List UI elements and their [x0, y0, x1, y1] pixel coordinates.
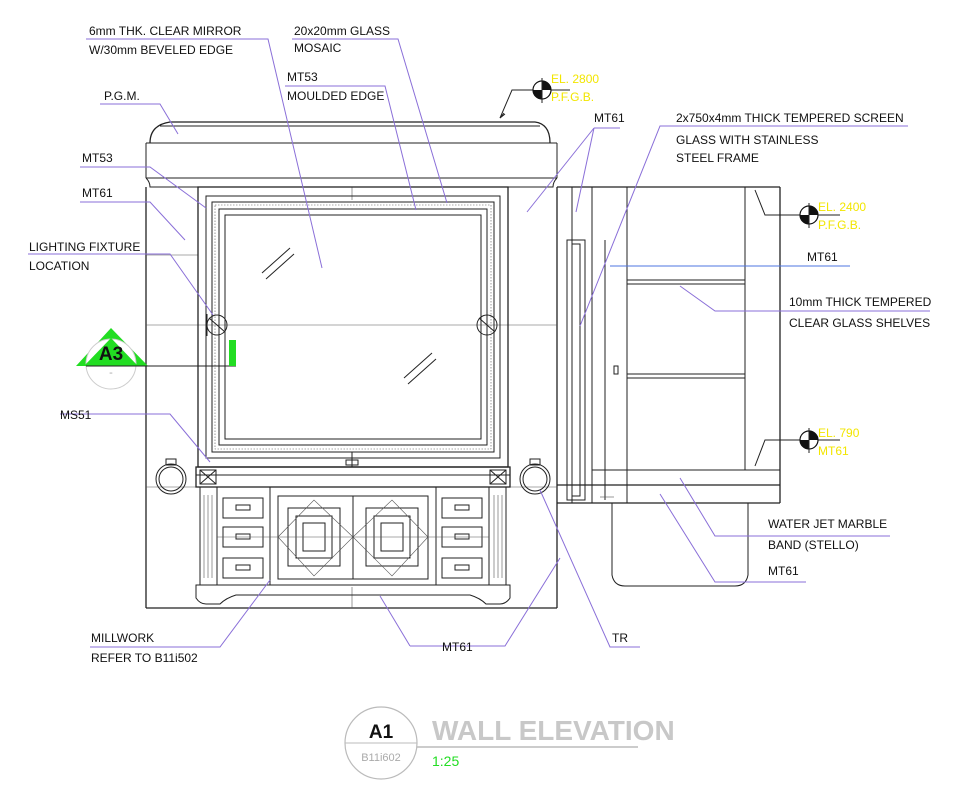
annotations: 6mm THK. CLEAR MIRROR W/30mm BEVELED EDG…	[29, 24, 932, 665]
label-screen-line1: 2x750x4mm THICK TEMPERED SCREEN	[676, 111, 904, 125]
section-tag-id: A3	[99, 344, 123, 365]
label-mosaic-line2: MOSAIC	[294, 41, 342, 55]
label-mt53-left: MT53	[82, 151, 113, 165]
level-pfgb-2400: P.F.G.B.	[818, 218, 861, 232]
label-mt61-right-low: MT61	[768, 564, 799, 578]
title-number: A1	[369, 722, 394, 743]
title-sheet-ref: B11i602	[361, 752, 401, 764]
level-marker-2800: EL. 2800 P.F.G.B.	[499, 72, 599, 119]
label-pgm: P.G.M.	[104, 89, 140, 103]
level-el-2400: EL. 2400	[818, 200, 866, 214]
level-pfgb-2800: P.F.G.B.	[551, 90, 594, 104]
leader-lines	[28, 38, 930, 648]
label-lighting-line2: LOCATION	[29, 259, 89, 273]
label-mirror-line2: W/30mm BEVELED EDGE	[89, 43, 233, 57]
label-mt61-left: MT61	[82, 186, 113, 200]
label-mt61-bottom: MT61	[442, 640, 473, 654]
section-tag-sub: -	[109, 367, 113, 379]
mirror-assembly	[197, 186, 509, 468]
level-marker-790: EL. 790 MT61	[754, 426, 860, 467]
label-waterjet-line2: BAND (STELLO)	[768, 538, 859, 552]
label-millwork-line1: MILLWORK	[91, 631, 154, 645]
section-marker-a3: A3 -	[76, 328, 236, 390]
title-block: A1 B11i602 WALL ELEVATION 1:25	[344, 706, 675, 780]
level-el-790: EL. 790	[818, 426, 860, 440]
label-shelves-line1: 10mm THICK TEMPERED	[789, 295, 932, 309]
label-moulded-edge: MOULDED EDGE	[287, 89, 384, 103]
screen-and-shelves	[557, 186, 781, 587]
label-waterjet-line1: WATER JET MARBLE	[768, 517, 887, 531]
label-screen-line3: STEEL FRAME	[676, 151, 759, 165]
label-mirror-line1: 6mm THK. CLEAR MIRROR	[89, 24, 242, 38]
label-screen-line2: GLASS WITH STAINLESS	[676, 133, 818, 147]
level-marker-2400: EL. 2400 P.F.G.B.	[754, 189, 866, 232]
title-text: WALL ELEVATION	[432, 715, 675, 746]
label-shelves-line2: CLEAR GLASS SHELVES	[789, 316, 930, 330]
label-millwork-line2: REFER TO B11i502	[91, 651, 198, 665]
label-tr: TR	[612, 631, 628, 645]
level-mt61-790: MT61	[818, 444, 849, 458]
wall-cabinet-outline	[145, 121, 558, 609]
label-lighting-line1: LIGHTING FIXTURE	[29, 240, 140, 254]
label-mosaic-line1: 20x20mm GLASS	[294, 24, 390, 38]
label-ms51: MS51	[60, 408, 92, 422]
title-scale: 1:25	[432, 753, 459, 769]
label-mt61-right: MT61	[807, 250, 838, 264]
label-mt61-top-right: MT61	[594, 111, 625, 125]
vanity-millwork	[155, 452, 551, 605]
label-mt53-top: MT53	[287, 70, 318, 84]
level-el-2800: EL. 2800	[551, 72, 599, 86]
